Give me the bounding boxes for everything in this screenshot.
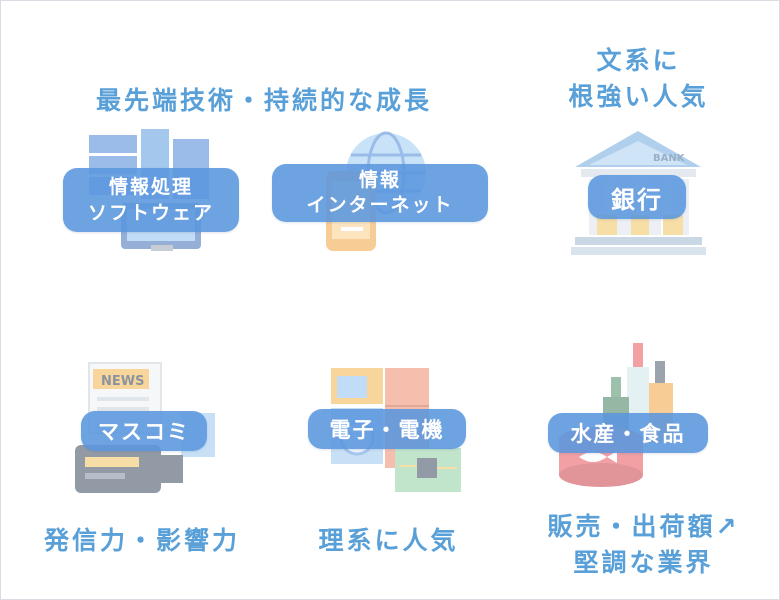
label-internet: 情報 インターネット <box>272 164 488 222</box>
label-bank: 銀行 <box>588 175 686 219</box>
label-bank-text: 銀行 <box>611 185 663 214</box>
heading-bottom-center: 理系に人気 <box>318 526 459 555</box>
heading-bottom-right: 販売・出荷額↗ 堅調な業界 <box>516 509 771 581</box>
label-internet-line1: 情報 <box>358 169 401 191</box>
label-media-text: マスコミ <box>98 420 190 444</box>
label-software: 情報処理 ソフトウェア <box>63 168 239 232</box>
label-food-text: 水産・食品 <box>570 422 686 446</box>
bank-sign: BANK <box>653 153 686 164</box>
label-electronics-text: 電子・電機 <box>329 418 445 442</box>
label-media: マスコミ <box>81 411 207 451</box>
heading-bottom-left: 発信力・影響力 <box>43 526 240 555</box>
heading-bottom-right-line2: 堅調な業界 <box>573 548 714 577</box>
label-software-line2: ソフトウェア <box>87 202 214 224</box>
label-software-line1: 情報処理 <box>108 176 193 198</box>
heading-top-right-line1: 文系に <box>596 46 681 75</box>
label-internet-line2: インターネット <box>306 194 454 216</box>
label-food: 水産・食品 <box>548 413 708 453</box>
news-sign: NEWS <box>101 374 144 389</box>
heading-top-left: 最先端技術・持続的な成長 <box>95 86 432 115</box>
heading-top-right-line2: 根強い人気 <box>568 82 709 111</box>
heading-bottom-right-line1: 販売・出荷額↗ <box>547 512 740 541</box>
label-electronics: 電子・電機 <box>308 409 466 449</box>
heading-top-right: 文系に 根強い人気 <box>531 43 746 115</box>
